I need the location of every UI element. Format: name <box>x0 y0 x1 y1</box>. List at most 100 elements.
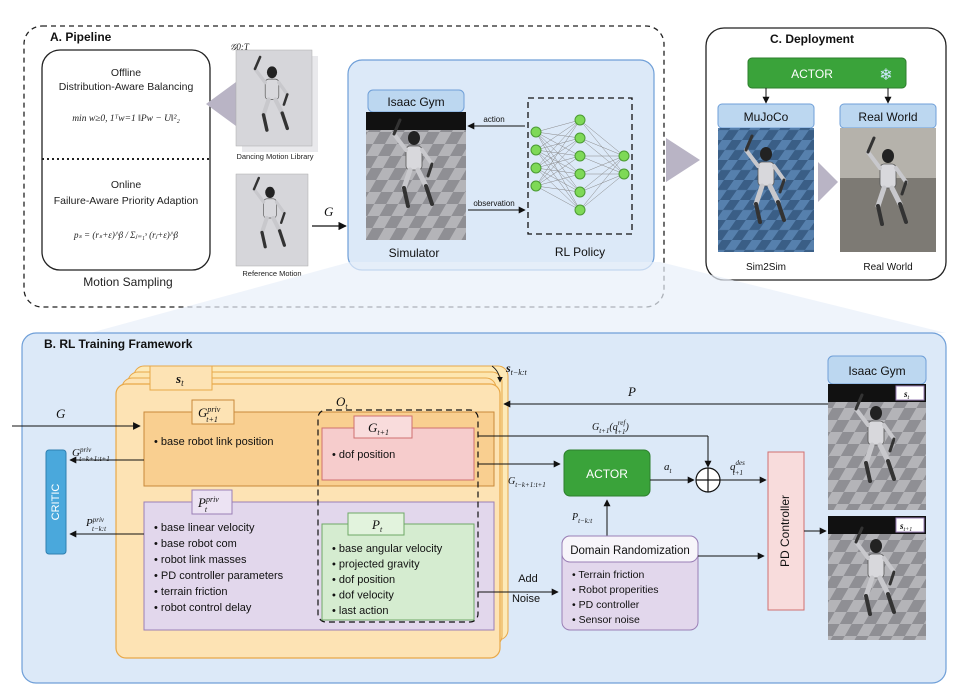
list-item: • robot control delay <box>154 602 252 614</box>
frame-t1-tag <box>895 517 925 533</box>
dr-title: Domain Randomization <box>570 545 690 557</box>
nn-edge <box>535 137 581 187</box>
add-noise-label-1: Add <box>518 573 538 585</box>
zoom-wedge <box>90 262 946 333</box>
observation-label: observation <box>473 199 514 208</box>
g-priv-item: • base robot link position <box>154 436 273 448</box>
actor-label: ACTOR <box>586 467 628 481</box>
frame-t-tag-label: st <box>903 389 910 401</box>
g-input-label: G <box>56 406 66 421</box>
action-label: action <box>483 115 504 124</box>
add-noise-label-2: Noise <box>512 593 540 605</box>
policy-caption: RL Policy <box>555 245 605 259</box>
frame-t1-tag-label: st+1 <box>899 521 912 533</box>
deploy-actor-box <box>747 57 907 89</box>
action-out-label: at <box>664 461 673 475</box>
g-next-item: • dof position <box>332 449 395 461</box>
nn-edge <box>579 155 625 193</box>
library-symbol: 𝒢0:T <box>230 42 250 52</box>
nn-edge <box>535 173 581 187</box>
dr-list: • Terrain friction • Robot properities • P… <box>572 569 659 626</box>
st-label: st <box>175 371 184 388</box>
pipeline-title: A. Pipeline <box>50 30 112 44</box>
p-t-label: Pt <box>371 517 383 534</box>
online-formula: pₛ = (rₛ+ε)^β / Σⱼ₌₁ˢ (rⱼ+ε)^β <box>73 230 179 240</box>
sim2real-arrow <box>818 162 838 202</box>
p-priv-list: • base linear velocity • base robot com • … <box>154 522 284 614</box>
nn-edge <box>535 185 581 211</box>
simulator-caption: Simulator <box>389 246 440 260</box>
deployment-title: C. Deployment <box>770 32 854 46</box>
deploy-actor-label: ACTOR <box>791 67 833 81</box>
p-priv-tag <box>191 489 233 515</box>
list-item: • base angular velocity <box>332 543 443 555</box>
nn-edge <box>579 155 625 211</box>
list-item: • terrain friction <box>154 586 228 598</box>
nn-edge <box>535 119 581 187</box>
deploy-arrow <box>666 138 700 182</box>
nn-node <box>618 150 630 162</box>
nn-node <box>574 204 586 216</box>
nn-edge <box>535 155 581 187</box>
p-t-tag <box>347 512 405 536</box>
nn-edge <box>579 119 625 157</box>
offline-title-2: Distribution-Aware Balancing <box>59 81 194 93</box>
nn-edge <box>535 119 581 169</box>
nn-node <box>530 126 542 138</box>
g-next-label: Gt+1 <box>368 420 389 437</box>
nn-edge <box>535 185 581 193</box>
frame-t-tag <box>895 385 925 401</box>
nn-edge <box>535 119 581 151</box>
policy-network-box <box>527 97 633 235</box>
nn-node <box>530 162 542 174</box>
nn-edge <box>579 137 625 157</box>
list-item: • base linear velocity <box>154 522 255 534</box>
library-caption: Dancing Motion Library <box>236 152 313 161</box>
simulator-scene <box>366 112 466 240</box>
snowflake-icon: ❄ <box>879 67 892 84</box>
nn-edge <box>579 155 625 175</box>
library-card <box>235 49 313 147</box>
simulator-sky <box>366 112 466 130</box>
s-history-pointer <box>491 365 503 383</box>
critic-box <box>45 449 67 555</box>
list-item: • dof position <box>332 574 395 586</box>
rl-isaac-label: Isaac Gym <box>848 364 905 378</box>
nn-node <box>530 180 542 192</box>
sim2sim-caption: Sim2Sim <box>746 262 786 273</box>
list-item: • Sensor noise <box>572 614 640 626</box>
g-next-tag <box>353 415 413 439</box>
pipeline-section: A. Pipeline Offline Distribution-Aware B… <box>23 25 700 308</box>
list-item: • base robot com <box>154 538 237 550</box>
nn-edge <box>579 173 625 211</box>
frame-t-scene <box>828 384 926 510</box>
deployment-section: C. Deployment ACTOR ❄ MuJoCo Sim2Sim Rea… <box>705 27 947 281</box>
list-item: • Terrain friction <box>572 569 645 581</box>
online-title-1: Online <box>111 179 142 191</box>
rl-title: B. RL Training Framework <box>44 337 193 351</box>
s-history-label: st−k:t <box>505 361 528 377</box>
mujoco-label: MuJoCo <box>744 110 789 124</box>
list-item: • Robot properities <box>572 584 659 596</box>
g-priv-tag <box>191 399 235 425</box>
p-t-box <box>321 523 475 621</box>
list-item: • projected gravity <box>332 559 420 571</box>
motion-sampling-caption: Motion Sampling <box>83 275 172 289</box>
list-item: • PD controller <box>572 599 640 611</box>
p-t-list: • base angular velocity • projected gravi… <box>332 543 443 617</box>
mujoco-scene <box>718 128 814 252</box>
g-label: G <box>324 204 334 219</box>
nn-node <box>574 114 586 126</box>
rl-section: B. RL Training Framework st st−k:t Gpriv… <box>12 332 947 684</box>
actor-p-label: Pt−k:t <box>571 512 593 525</box>
list-item: • last action <box>332 605 388 617</box>
list-item: • robot link masses <box>154 554 247 566</box>
nn-node <box>574 150 586 162</box>
offline-title-1: Offline <box>111 67 141 79</box>
